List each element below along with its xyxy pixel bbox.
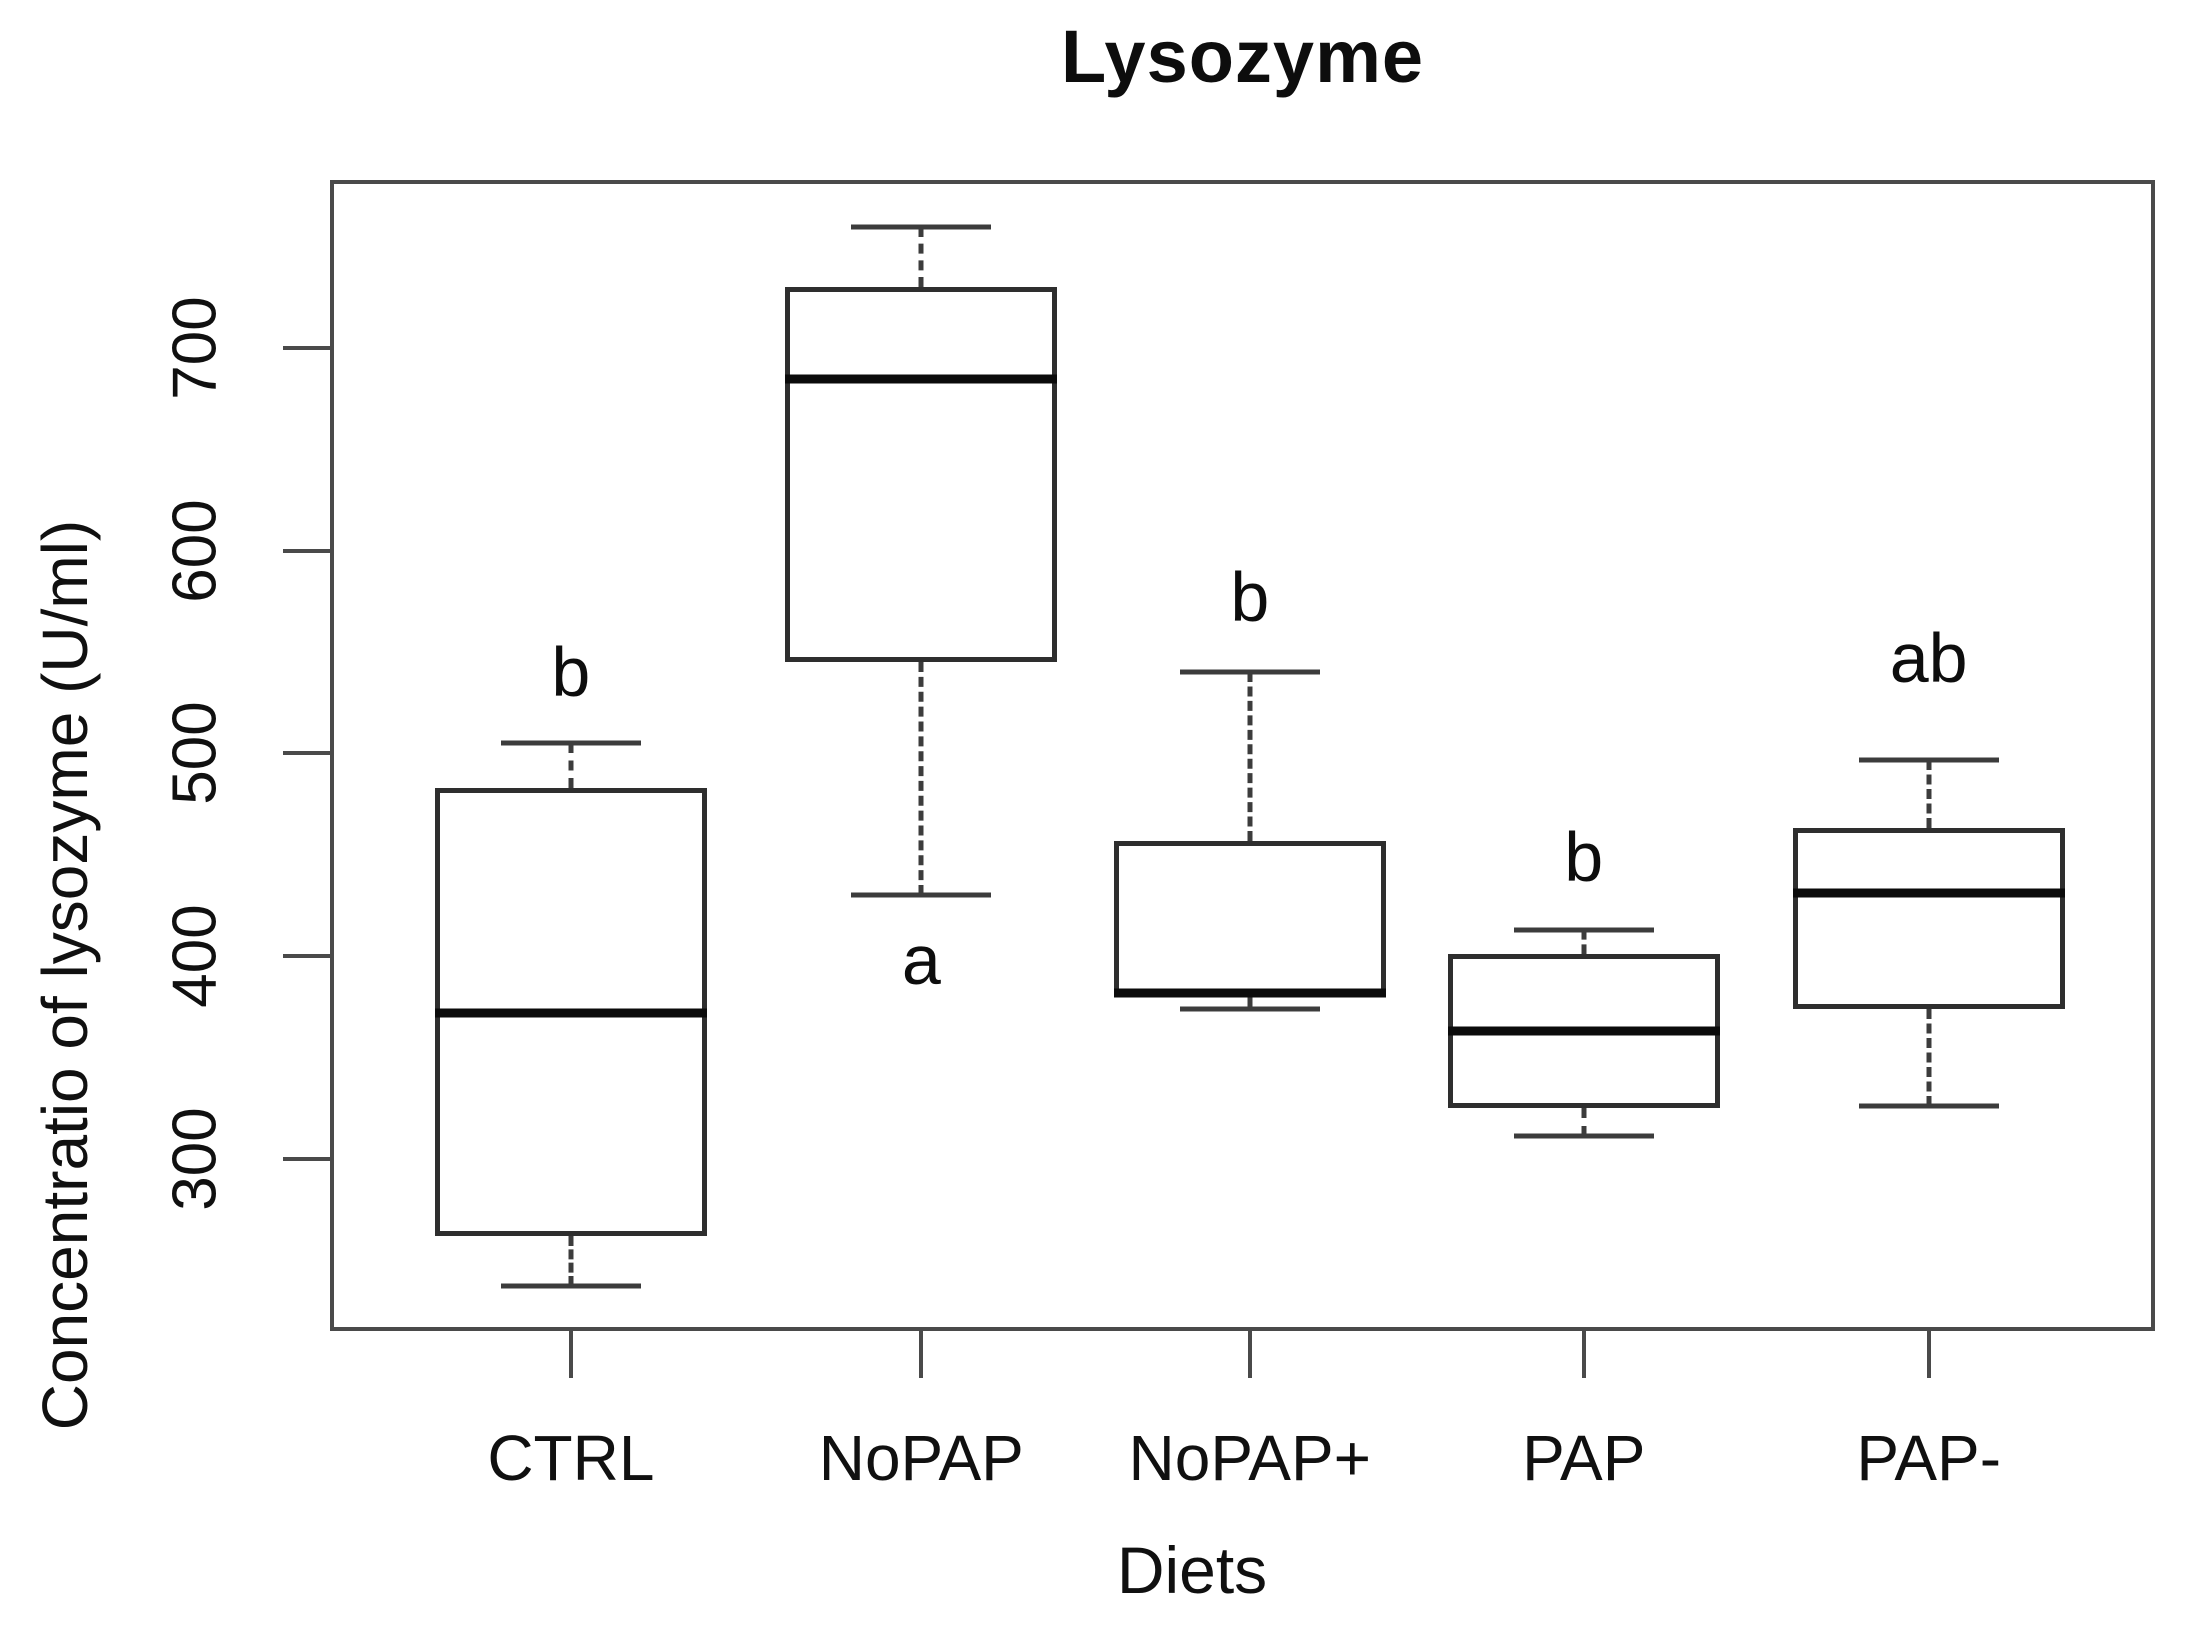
median-PAP- — [1792, 888, 2065, 898]
lower-whisker — [1247, 994, 1253, 1009]
x-axis-category-label: PAP — [1522, 1422, 1646, 1494]
upper-whisker — [1926, 759, 1932, 829]
y-axis-tick — [283, 954, 330, 959]
x-axis-tick — [1581, 1331, 1586, 1378]
x-axis-category-label: NoPAP — [818, 1422, 1024, 1494]
significance-letter-PAP-: ab — [1889, 619, 1968, 698]
lower-whisker-cap — [1513, 1133, 1654, 1139]
upper-whisker — [1247, 672, 1253, 841]
x-axis-category-label: NoPAP+ — [1128, 1422, 1372, 1494]
significance-letter-NoPAP: a — [901, 921, 941, 1000]
box-NoPAP+ — [1113, 840, 1386, 995]
y-axis-tick-label: 300 — [160, 1107, 230, 1211]
median-CTRL — [434, 1008, 707, 1018]
upper-whisker — [918, 226, 924, 288]
x-axis-category-label: CTRL — [487, 1422, 655, 1494]
y-axis-title: Concentratio of lysozyme (U/ml) — [29, 519, 101, 1431]
x-axis-title: Diets — [1116, 1533, 1268, 1607]
lower-whisker — [1926, 1008, 1932, 1107]
y-axis-tick-label: 700 — [160, 296, 230, 400]
x-axis-tick — [919, 1331, 924, 1378]
y-axis-tick — [283, 1156, 330, 1161]
median-PAP — [1447, 1026, 1720, 1036]
significance-letter-CTRL: b — [551, 633, 591, 712]
upper-whisker-cap — [1858, 757, 1999, 763]
upper-whisker-cap — [851, 224, 992, 230]
x-axis-tick — [1247, 1331, 1252, 1378]
y-axis-tick-label: 400 — [160, 904, 230, 1008]
upper-whisker-cap — [500, 740, 641, 746]
lower-whisker — [918, 662, 924, 896]
y-axis-tick — [283, 751, 330, 756]
x-axis-tick — [1926, 1331, 1931, 1378]
x-axis-category-label: PAP- — [1856, 1422, 2001, 1494]
upper-whisker — [1581, 929, 1587, 955]
upper-whisker — [568, 743, 574, 788]
significance-letter-PAP: b — [1564, 817, 1604, 896]
upper-whisker-cap — [1179, 669, 1320, 675]
y-axis-tick — [283, 548, 330, 553]
y-axis-tick-label: 600 — [160, 499, 230, 603]
lower-whisker-cap — [1858, 1103, 1999, 1109]
box-PAP- — [1792, 828, 2065, 1009]
chart-title: Lysozyme — [1060, 15, 1425, 98]
lower-whisker-cap — [851, 892, 992, 898]
box-NoPAP — [785, 287, 1058, 663]
significance-letter-NoPAP+: b — [1230, 558, 1270, 637]
lower-whisker — [1581, 1108, 1587, 1137]
y-axis-tick-label: 500 — [160, 701, 230, 806]
upper-whisker-cap — [1513, 927, 1654, 933]
y-axis-tick — [283, 346, 330, 351]
lower-whisker-cap — [1179, 1006, 1320, 1012]
lower-whisker-cap — [500, 1283, 641, 1289]
median-NoPAP — [785, 374, 1058, 384]
x-axis-tick — [568, 1331, 573, 1378]
lower-whisker — [568, 1235, 574, 1287]
median-NoPAP+ — [1113, 988, 1386, 998]
